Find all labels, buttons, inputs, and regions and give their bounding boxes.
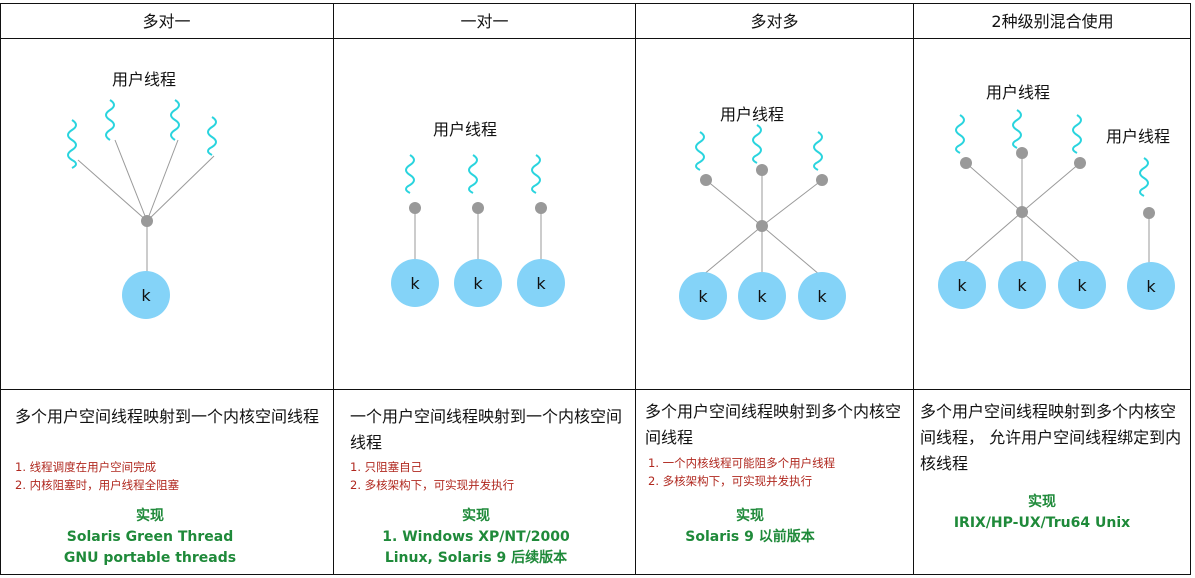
note-item: 1. 一个内核线程可能阻多个用户线程 xyxy=(648,456,836,470)
kernel-thread xyxy=(798,272,846,320)
mapping-node xyxy=(409,202,421,214)
mapping-node xyxy=(756,164,768,176)
impl-line: 1. Windows XP/NT/2000 xyxy=(382,529,570,545)
diagram-many-to-one: k xyxy=(67,99,217,319)
user-thread-wave xyxy=(170,99,180,141)
kernel-label: k xyxy=(757,287,767,306)
mapping-node xyxy=(960,157,972,169)
note-item: 2. 内核阻塞时，用户线程全阻塞 xyxy=(15,478,180,492)
table-grid xyxy=(0,3,1191,575)
impl-many-to-many: 实现 Solaris 9 以前版本 xyxy=(636,506,864,548)
user-thread-label-bound: 用户线程 xyxy=(1106,127,1171,146)
kernel-label: k xyxy=(1017,276,1027,295)
user-thread-wave xyxy=(752,124,762,164)
diagram-hybrid: k k k k xyxy=(938,109,1175,310)
user-thread-wave xyxy=(531,154,541,194)
mapping-node xyxy=(700,174,712,186)
note-item: 1. 线程调度在用户空间完成 xyxy=(15,460,157,474)
column-header-many-to-many: 多对多 xyxy=(750,12,799,31)
impl-many-to-one: 实现 Solaris Green Thread GNU portable thr… xyxy=(0,506,300,569)
impl-title: 实现 xyxy=(136,508,164,524)
user-thread-wave xyxy=(405,154,415,194)
user-thread-wave xyxy=(207,116,217,156)
kernel-label: k xyxy=(698,287,708,306)
impl-title: 实现 xyxy=(462,508,490,524)
mapping-node xyxy=(1143,207,1155,219)
mapping-node xyxy=(756,220,768,232)
kernel-thread xyxy=(454,259,502,307)
mapping-node xyxy=(1074,157,1086,169)
kernel-label: k xyxy=(817,287,827,306)
user-thread-wave xyxy=(955,114,965,154)
kernel-label: k xyxy=(410,274,420,293)
impl-line: Solaris 9 以前版本 xyxy=(685,529,815,545)
diagram-one-to-one: k k k xyxy=(391,154,565,307)
note-item: 2. 多核架构下，可实现并发执行 xyxy=(648,474,813,488)
mapping-node xyxy=(816,174,828,186)
diagram-many-to-many: k k k xyxy=(679,124,846,320)
impl-line: Solaris Green Thread xyxy=(66,529,234,545)
kernel-label: k xyxy=(1077,276,1087,295)
mapping-node xyxy=(1016,147,1028,159)
kernel-label: k xyxy=(536,274,546,293)
impl-title: 实现 xyxy=(1028,494,1056,510)
kernel-thread xyxy=(391,259,439,307)
column-header-many-to-one: 多对一 xyxy=(142,12,191,31)
user-thread-label: 用户线程 xyxy=(720,105,785,124)
note-item: 1. 只阻塞自己 xyxy=(350,460,423,474)
impl-line: IRIX/HP-UX/Tru64 Unix xyxy=(953,515,1131,531)
mapping-node xyxy=(535,202,547,214)
user-thread-label: 用户线程 xyxy=(433,120,498,139)
notes-one-to-one: 1. 只阻塞自己 2. 多核架构下，可实现并发执行 xyxy=(350,458,630,494)
kernel-label: k xyxy=(473,274,483,293)
user-thread-wave xyxy=(1139,157,1149,197)
description-many-to-many: 多个用户空间线程映射到多个内核空间线程 xyxy=(645,402,902,447)
impl-line: Linux, Solaris 9 后续版本 xyxy=(384,550,568,566)
impl-title: 实现 xyxy=(736,508,764,524)
impl-one-to-one: 实现 1. Windows XP/NT/2000 Linux, Solaris … xyxy=(334,506,618,569)
kernel-thread xyxy=(122,271,170,319)
description-hybrid: 多个用户空间线程映射到多个内核空间线程， 允许用户空间线程绑定到内核线程 xyxy=(920,402,1182,473)
notes-many-to-many: 1. 一个内核线程可能阻多个用户线程 2. 多核架构下，可实现并发执行 xyxy=(648,454,910,490)
column-header-hybrid: 2种级别混合使用 xyxy=(991,12,1114,31)
impl-line: GNU portable threads xyxy=(63,550,237,566)
user-thread-wave xyxy=(105,99,115,141)
kernel-thread xyxy=(517,259,565,307)
kernel-thread xyxy=(998,261,1046,309)
note-item: 2. 多核架构下，可实现并发执行 xyxy=(350,478,515,492)
column-header-one-to-one: 一对一 xyxy=(460,12,509,31)
description-one-to-one: 一个用户空间线程映射到一个内核空间线程 xyxy=(350,407,623,452)
kernel-thread xyxy=(1058,261,1106,309)
mapping-node xyxy=(1016,206,1028,218)
kernel-label: k xyxy=(957,276,967,295)
mapping-node xyxy=(472,202,484,214)
kernel-label: k xyxy=(1146,277,1156,296)
kernel-thread xyxy=(938,261,986,309)
impl-hybrid: 实现 IRIX/HP-UX/Tru64 Unix xyxy=(914,492,1170,534)
mapping-node xyxy=(141,215,153,227)
notes-many-to-one: 1. 线程调度在用户空间完成 2. 内核阻塞时，用户线程全阻塞 xyxy=(15,458,330,494)
user-thread-wave xyxy=(1072,114,1082,154)
description-many-to-one: 多个用户空间线程映射到一个内核空间线程 xyxy=(15,407,320,426)
user-thread-label: 用户线程 xyxy=(112,70,177,89)
user-thread-wave xyxy=(813,131,823,171)
user-thread-label: 用户线程 xyxy=(986,83,1051,102)
kernel-thread xyxy=(679,272,727,320)
user-thread-wave xyxy=(695,131,705,171)
user-thread-wave xyxy=(1012,109,1022,149)
connection-lines xyxy=(77,139,215,275)
user-thread-wave xyxy=(468,154,478,194)
kernel-label: k xyxy=(141,286,151,305)
user-thread-wave xyxy=(67,119,77,169)
kernel-thread xyxy=(1127,262,1175,310)
kernel-thread xyxy=(738,272,786,320)
